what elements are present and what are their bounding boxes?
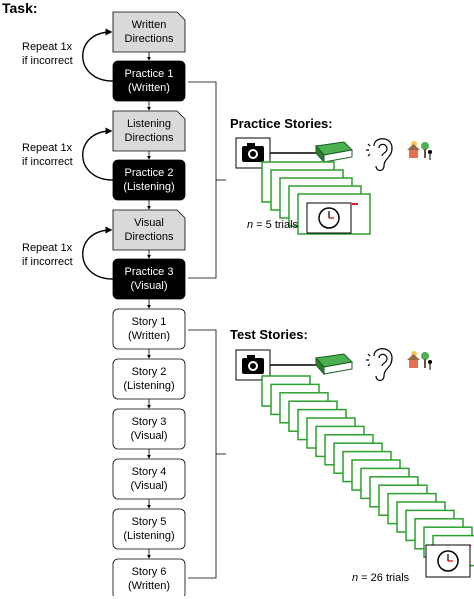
- repeat-label: Repeat 1x if incorrect: [22, 142, 73, 168]
- camera-icon: [235, 137, 271, 169]
- camera-icon: [235, 349, 271, 381]
- step-label-5: Visual Directions: [124, 217, 174, 243]
- test-card-stack: [261, 375, 474, 567]
- practice-bracket: [188, 81, 226, 279]
- clock-icon: [306, 202, 352, 234]
- ear-icon: [366, 138, 393, 172]
- step-label-2: Practice 1 (Written): [124, 68, 174, 94]
- ear-icon: [366, 348, 393, 382]
- step-label-4: Practice 2 (Listening): [123, 167, 175, 193]
- test-bracket: [188, 329, 226, 579]
- step-label-6: Practice 3 (Visual): [124, 266, 174, 292]
- repeat-label: Repeat 1x if incorrect: [22, 41, 73, 67]
- step-box-11: [112, 508, 186, 550]
- repeat-loops: [82, 28, 114, 280]
- step-label-11: Story 5 (Listening): [123, 516, 175, 542]
- step-label-7: Story 1 (Written): [128, 316, 170, 342]
- practice-stories-panel: [235, 137, 432, 235]
- test-stories-panel: [235, 348, 474, 578]
- repeat-loop-arrow: [82, 127, 114, 181]
- step-box-10: [112, 458, 186, 500]
- step-box-9: [112, 408, 186, 450]
- step-label-10: Story 4 (Visual): [130, 466, 168, 492]
- test-stories-title: Test Stories:: [230, 327, 308, 342]
- scene-icon: [407, 141, 432, 160]
- repeat-label: Repeat 1x if incorrect: [22, 242, 73, 268]
- step-label-8: Story 2 (Listening): [123, 366, 175, 392]
- step-box-7: [112, 308, 186, 350]
- practice-trials-count: n = 5 trials: [247, 219, 299, 231]
- book-icon: [315, 141, 354, 164]
- step-label-3: Listening Directions: [124, 118, 174, 144]
- test-trials-count: n = 26 trials: [352, 572, 410, 584]
- step-box-8: [112, 358, 186, 400]
- step-box-5: [112, 209, 186, 251]
- step-box-3: [112, 110, 186, 152]
- step-label-12: Story 6 (Written): [128, 566, 170, 592]
- scene-icon: [407, 351, 432, 370]
- step-box-1: [112, 11, 186, 53]
- clock-icon: [425, 544, 471, 578]
- step-box-12: [112, 558, 186, 596]
- repeat-loop-arrow: [82, 226, 114, 280]
- step-label-1: Written Directions: [124, 19, 174, 45]
- step-label-9: Story 3 (Visual): [130, 416, 168, 442]
- task-title: Task:: [2, 0, 38, 16]
- flow-steps: [112, 11, 186, 596]
- book-icon: [315, 353, 354, 376]
- repeat-loop-arrow: [82, 28, 114, 82]
- practice-stories-title: Practice Stories:: [230, 116, 333, 131]
